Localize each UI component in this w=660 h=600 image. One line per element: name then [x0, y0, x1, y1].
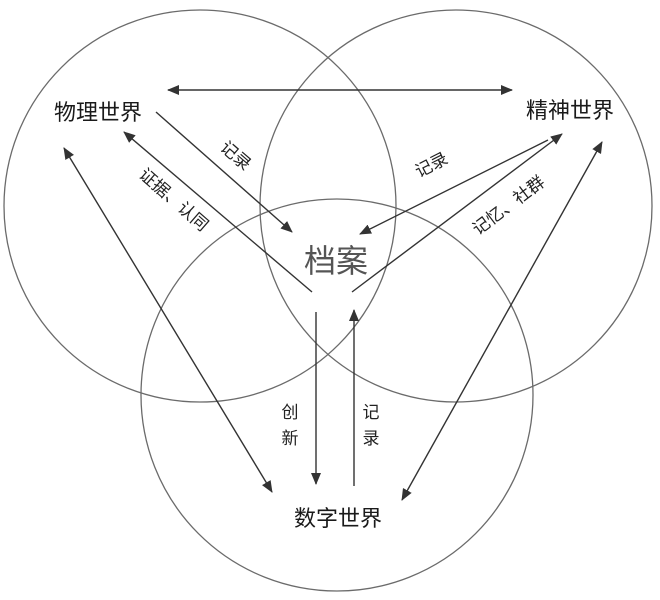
physical-evidence-label: 证据、认同: [135, 165, 212, 236]
archive-to-physical-arrow: [123, 131, 313, 293]
spiritual-digital-arrow: [401, 141, 603, 501]
physical-world-label: 物理世界: [54, 101, 142, 126]
spiritual-world-circle: [259, 9, 653, 403]
archive-to-spiritual-arrow: [351, 133, 563, 293]
digital-world-label: 数字世界: [294, 507, 382, 532]
spiritual-memory-label: 记忆、社群: [469, 172, 549, 239]
spiritual-world-label: 精神世界: [526, 99, 614, 124]
physical-digital-arrow: [63, 147, 273, 493]
digital-record-label-2: 录: [363, 429, 380, 449]
archive-label: 档案: [304, 242, 368, 280]
digital-record-label-1: 记: [363, 403, 380, 423]
spiritual-record-label: 记录: [412, 149, 451, 182]
physical-world-circle: [3, 9, 397, 403]
innovation-label-2: 新: [282, 429, 299, 449]
innovation-label-1: 创: [282, 403, 299, 423]
